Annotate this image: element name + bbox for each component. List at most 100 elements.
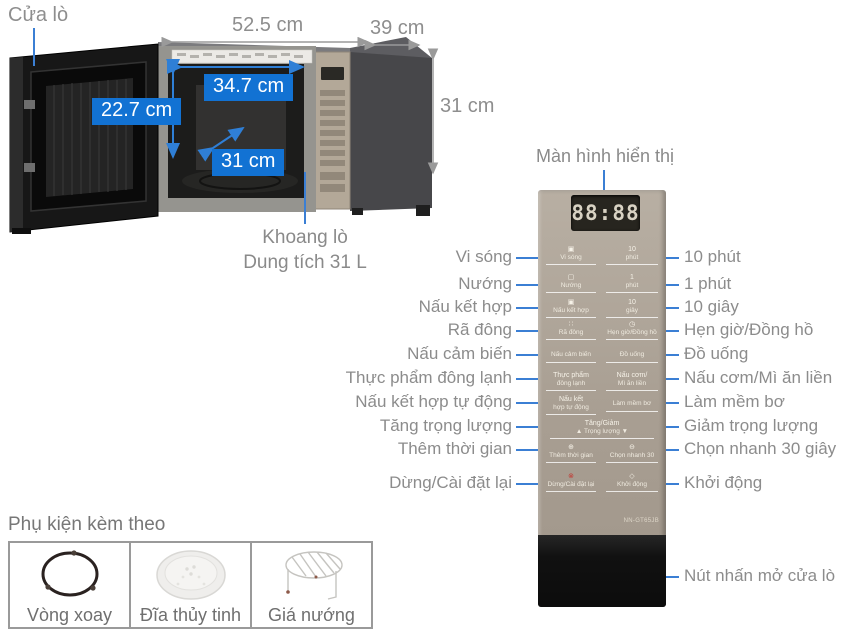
led-display: 88:88 — [571, 195, 640, 231]
outer-width-value: 52.5 cm — [232, 14, 304, 36]
cavity-name: Khoang lò — [262, 227, 348, 248]
label-tang-trong-luong: Tăng trọng lượng — [379, 416, 512, 435]
label-1-phut: 1 phút — [684, 274, 732, 293]
plus-icon: ⊕ — [568, 444, 574, 451]
label-nuong: Nướng — [458, 274, 512, 293]
cavity-depth-arrow — [197, 126, 245, 162]
button-label: đông lạnh — [556, 379, 586, 387]
label-do-uong: Đồ uống — [684, 344, 749, 363]
cavity-caption: Khoang lò Dung tích 31 L — [215, 226, 395, 275]
button-label: phút — [625, 253, 639, 261]
button-label: Làm mềm bơ — [612, 400, 652, 407]
accessory-glass-plate: Đĩa thủy tinh — [131, 543, 252, 627]
button-label: Hẹn giờ/Đồng hồ — [607, 328, 657, 336]
button-label: 1 — [630, 274, 634, 281]
grill-icon: ▢ — [567, 274, 575, 281]
defrost-button: ∷ Rã đông — [543, 321, 599, 341]
button-label: Rã đông — [558, 328, 584, 336]
combi-cook-button: ▣ Nấu kết hợp — [543, 299, 599, 319]
label-nau-ket-hop: Nấu kết hợp — [418, 297, 512, 316]
model-code: NN-GT65JB — [623, 518, 659, 524]
button-label: Trọng lượng — [584, 427, 620, 435]
button-label: hợp tự động — [553, 403, 589, 411]
button-label: Thêm thời gian — [549, 451, 593, 459]
defrost-icon: ∷ — [568, 321, 574, 328]
weight-down-icon: ▼ — [621, 427, 629, 435]
microwave-icon: ▣ — [567, 246, 575, 253]
control-panel: 88:88 ▣ Vi sóng 10 phút ▢ Nướng 1 phút ▣… — [538, 190, 666, 607]
outer-depth-value: 39 cm — [370, 17, 425, 39]
label-ket-hop-tu-dong: Nấu kết hợp tự động — [355, 392, 512, 411]
label-dung-cai-dat: Dừng/Cài đặt lại — [389, 473, 512, 492]
label-khoi-dong: Khởi động — [684, 473, 763, 492]
button-label: giây — [626, 306, 638, 314]
oven-side-panel — [350, 52, 432, 211]
label-thuc-pham: Thực phẩm đông lạnh — [345, 368, 512, 387]
label-nau-cam-bien: Nấu cảm biến — [407, 344, 512, 363]
label-nau-com-mi: Nấu cơm/Mì ăn liền — [684, 368, 833, 387]
oven-top-face — [158, 42, 350, 56]
microwave-button: ▣ Vi sóng — [543, 246, 599, 266]
frozen-food-button: Thực phẩm đông lạnh — [543, 372, 599, 392]
start-icon: ◇ — [629, 473, 635, 480]
button-label: Nấu kết hợp — [553, 306, 589, 314]
label-vi-song: Vi sóng — [455, 247, 512, 266]
quick30-icon: ⊖ — [629, 444, 635, 451]
oven-control-strip — [313, 51, 351, 210]
auto-combi-button: Nấu kết hợp tự động — [543, 396, 599, 416]
one-minute-button: 1 phút — [603, 274, 661, 294]
oven-top-right-face — [350, 37, 432, 58]
button-label: Thực phẩm — [553, 372, 589, 379]
add-time-button: ⊕ Thêm thời gian — [543, 444, 599, 464]
label-them-thoi-gian: Thêm thời gian — [397, 439, 512, 458]
accessories-box: Vòng xoay Đĩa thủy tinh — [8, 541, 373, 629]
door-latch — [24, 100, 35, 109]
button-label: Mì ăn liền — [617, 379, 647, 387]
button-label: Nấu kết — [558, 396, 584, 403]
accessory-turntable-ring: Vòng xoay — [10, 543, 131, 627]
grill-rack-image — [284, 551, 343, 600]
start-button: ◇ Khởi động — [603, 473, 661, 493]
weight-updown-button: Tăng/Giảm ▲ Trọng lượng ▼ — [543, 420, 661, 440]
sensor-cook-button: Nấu cảm biến — [543, 351, 599, 363]
screen-label: Màn hình hiển thị — [535, 146, 675, 166]
quick30-button: ⊖ Chọn nhanh 30 — [603, 444, 661, 464]
accessories-title: Phụ kiện kèm theo — [8, 514, 166, 535]
stop-reset-button: ⊗ Dừng/Cài đặt lại — [543, 473, 599, 493]
combi-icon: ▣ — [567, 299, 575, 306]
accessory-label: Giá nướng — [268, 605, 355, 626]
soften-butter-button: Làm mềm bơ — [603, 400, 661, 412]
ten-minute-button: 10 phút — [603, 246, 661, 266]
button-label: Chọn nhanh 30 — [609, 451, 655, 459]
label-nut-mo-cua: Nút nhấn mở cửa lò — [684, 566, 836, 585]
beverage-button: Đồ uống — [603, 351, 661, 363]
button-label: Khởi động — [617, 480, 647, 488]
button-label: Nấu cảm biến — [550, 351, 592, 358]
cavity-height-badge: 22.7 cm — [92, 98, 182, 125]
button-label: phút — [625, 281, 639, 289]
timer-clock-button: ◷ Hẹn giờ/Đồng hồ — [603, 321, 661, 341]
button-label: Đồ uống — [619, 351, 645, 358]
cavity-depth-badge: 31 cm — [212, 149, 285, 176]
cavity-capacity: Dung tích 31 L — [243, 251, 367, 273]
weight-up-icon: ▲ — [575, 427, 583, 435]
button-label: Dừng/Cài đặt lại — [547, 480, 595, 488]
button-label: Nướng — [560, 281, 582, 289]
label-10-phut: 10 phút — [684, 247, 741, 266]
outer-height-value: 31 cm — [440, 95, 495, 117]
oven-cavity-frame — [158, 46, 316, 212]
label-giam-trong-luong: Giảm trọng lượng — [684, 416, 819, 435]
label-ra-dong: Rã đông — [447, 320, 512, 339]
rice-noodle-button: Nấu cơm/ Mì ăn liền — [603, 372, 661, 392]
button-label: Vi sóng — [560, 253, 582, 261]
door-latch — [24, 163, 35, 172]
turntable-ring-image — [41, 550, 98, 597]
accessory-label: Đĩa thủy tinh — [139, 605, 242, 626]
label-lam-mem-bo: Làm mềm bơ — [684, 392, 785, 411]
label-chon-nhanh-30: Chọn nhanh 30 giây — [684, 439, 837, 458]
button-label: Tăng/Giảm — [584, 420, 620, 427]
label-10-giay: 10 giây — [684, 297, 739, 316]
accessory-label: Vòng xoay — [26, 605, 113, 626]
grill-button: ▢ Nướng — [543, 274, 599, 294]
